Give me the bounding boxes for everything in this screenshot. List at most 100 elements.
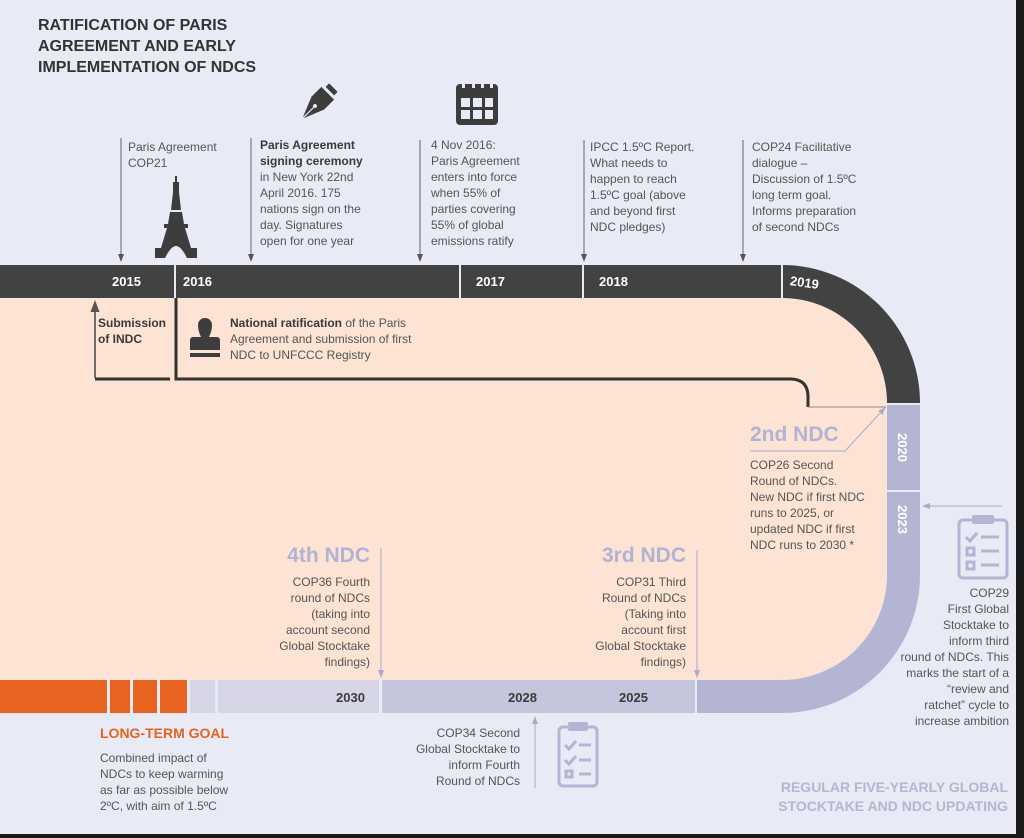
clipboard-checklist-icon bbox=[957, 515, 1009, 580]
text-line: in New York 22nd bbox=[260, 170, 354, 184]
text-line: open for one year bbox=[260, 234, 355, 248]
text-line: signing ceremony bbox=[260, 154, 363, 168]
text-line: NDC to UNFCCC Registry bbox=[230, 348, 371, 362]
text-line: Paris Agreement bbox=[260, 138, 355, 152]
text-line: REGULAR FIVE-YEARLY GLOBAL bbox=[780, 779, 1008, 795]
ndc2-heading: 2nd NDC bbox=[750, 423, 839, 446]
text-line: What needs to bbox=[590, 156, 668, 170]
text-line: inform Fourth bbox=[448, 758, 520, 772]
long-term-goal-band bbox=[0, 680, 187, 713]
text-line: Global Stocktake bbox=[595, 639, 686, 653]
text-line: account first bbox=[621, 623, 686, 637]
text-line: marks the start of a bbox=[906, 666, 1009, 680]
calendar-icon bbox=[456, 78, 498, 125]
text-line: of the Paris bbox=[342, 316, 407, 330]
text-line: Global Stocktake bbox=[279, 639, 370, 653]
year-2015: 2015 bbox=[112, 274, 141, 289]
text-line: ratchet” cycle to bbox=[924, 698, 1009, 712]
ndc2-description: COP26 Second Round of NDCs. New NDC if f… bbox=[750, 457, 865, 553]
ndc3-heading: 3rd NDC bbox=[601, 544, 686, 567]
text-line: New NDC if first NDC bbox=[750, 490, 865, 504]
year-2030: 2030 bbox=[336, 690, 365, 705]
title-line: IMPLEMENTATION OF NDCS bbox=[38, 59, 257, 76]
text-line: COP21 bbox=[128, 156, 168, 170]
ndc3-description: COP31 Third Round of NDCs (Taking into a… bbox=[595, 574, 686, 670]
year-2020: 2020 bbox=[894, 433, 910, 462]
text-line: inform third bbox=[948, 634, 1009, 648]
text-line: day. Signatures bbox=[260, 218, 343, 232]
text-line: Combined impact of bbox=[100, 751, 207, 765]
text-line: findings) bbox=[640, 655, 686, 669]
text-line: IPCC 1.5ºC Report. bbox=[590, 140, 695, 154]
text-line: (Taking into bbox=[624, 607, 686, 621]
text-line: of INDC bbox=[98, 332, 142, 346]
event-cop24: COP24 Facilitative dialogue – Discussion… bbox=[752, 139, 856, 235]
text-line: Round of NDCs bbox=[435, 774, 520, 788]
ndc4-heading: 4th NDC bbox=[287, 544, 370, 567]
text-line: COP29 bbox=[969, 586, 1009, 600]
text-line: First Global bbox=[947, 602, 1009, 616]
text-line: runs to 2025, or bbox=[750, 506, 835, 520]
text-line: when 55% of bbox=[431, 186, 501, 200]
year-2028: 2028 bbox=[508, 690, 537, 705]
title-line: RATIFICATION OF PARIS bbox=[38, 17, 228, 34]
year-2018: 2018 bbox=[599, 274, 628, 289]
text-line: enters into force bbox=[431, 170, 518, 184]
text-line: NDCs to keep warming bbox=[100, 767, 224, 781]
eiffel-tower-icon bbox=[155, 176, 197, 258]
text-line: COP31 Third bbox=[616, 575, 686, 589]
text-line: Global Stocktake to bbox=[415, 742, 520, 756]
text-line: 4 Nov 2016: bbox=[431, 138, 496, 152]
band-2023 bbox=[697, 492, 920, 713]
text-line: (taking into bbox=[311, 607, 370, 621]
text-line: as far as possible below bbox=[100, 783, 229, 797]
text-line: happen to reach bbox=[590, 172, 677, 186]
cop29-description: COP29 First Global Stocktake to inform t… bbox=[901, 585, 1010, 729]
text-line: Paris Agreement bbox=[431, 154, 520, 168]
text-bold: National ratification bbox=[230, 316, 343, 330]
text-line: nations sign on the bbox=[260, 202, 361, 216]
event-cop21: Paris Agreement COP21 bbox=[128, 139, 217, 171]
band-2025-2030 bbox=[382, 680, 695, 713]
footer-caption: REGULAR FIVE-YEARLY GLOBAL STOCKTAKE AND… bbox=[778, 778, 1008, 816]
fountain-pen-icon bbox=[301, 83, 338, 120]
event-ipcc-report: IPCC 1.5ºC Report. What needs to happen … bbox=[590, 139, 694, 235]
text-line: STOCKTAKE AND NDC UPDATING bbox=[778, 798, 1008, 814]
text-line: findings) bbox=[324, 655, 370, 669]
text-line: parties covering bbox=[431, 202, 516, 216]
text-line: updated NDC if first bbox=[750, 522, 855, 536]
stamp-icon bbox=[190, 318, 220, 357]
text-line: increase ambition bbox=[914, 714, 1009, 728]
text-line: COP34 Second bbox=[436, 726, 520, 740]
peach-area bbox=[0, 298, 887, 680]
long-term-goal-description: Combined impact of NDCs to keep warming … bbox=[100, 750, 228, 814]
year-2023: 2023 bbox=[894, 505, 910, 534]
text-line: “review and bbox=[946, 682, 1009, 696]
text-line: COP36 Fourth bbox=[292, 575, 370, 589]
year-2025: 2025 bbox=[619, 690, 648, 705]
text-line: round of NDCs. This bbox=[900, 650, 1010, 664]
national-ratification: National ratification of the Paris Agree… bbox=[230, 315, 411, 363]
text-line: Informs preparation bbox=[752, 204, 857, 218]
band-2020 bbox=[887, 405, 920, 490]
title-line: AGREEMENT AND EARLY bbox=[38, 38, 236, 55]
long-term-goal-heading: LONG-TERM GOAL bbox=[100, 725, 230, 741]
submission-of-indc: Submission of INDC bbox=[98, 315, 166, 347]
text-line: dialogue – bbox=[752, 156, 808, 170]
year-2017: 2017 bbox=[476, 274, 505, 289]
text-line: round of NDCs bbox=[290, 591, 370, 605]
text-line: Submission bbox=[98, 316, 167, 330]
event-entry-into-force: 4 Nov 2016: Paris Agreement enters into … bbox=[431, 137, 520, 249]
text-line: of second NDCs bbox=[752, 220, 840, 234]
text-line: Discussion of 1.5ºC bbox=[752, 172, 857, 186]
text-line: COP26 Second bbox=[750, 458, 834, 472]
text-line: 2ºC, with aim of 1.5ºC bbox=[100, 799, 217, 813]
text-line: account second bbox=[285, 623, 370, 637]
text-line: COP24 Facilitative bbox=[752, 140, 852, 154]
text-line: Agreement and submission of first bbox=[230, 332, 412, 346]
text-line: Round of NDCs. bbox=[750, 474, 838, 488]
page-title: RATIFICATION OF PARIS AGREEMENT AND EARL… bbox=[38, 15, 256, 78]
text-line: and beyond first bbox=[590, 204, 676, 218]
